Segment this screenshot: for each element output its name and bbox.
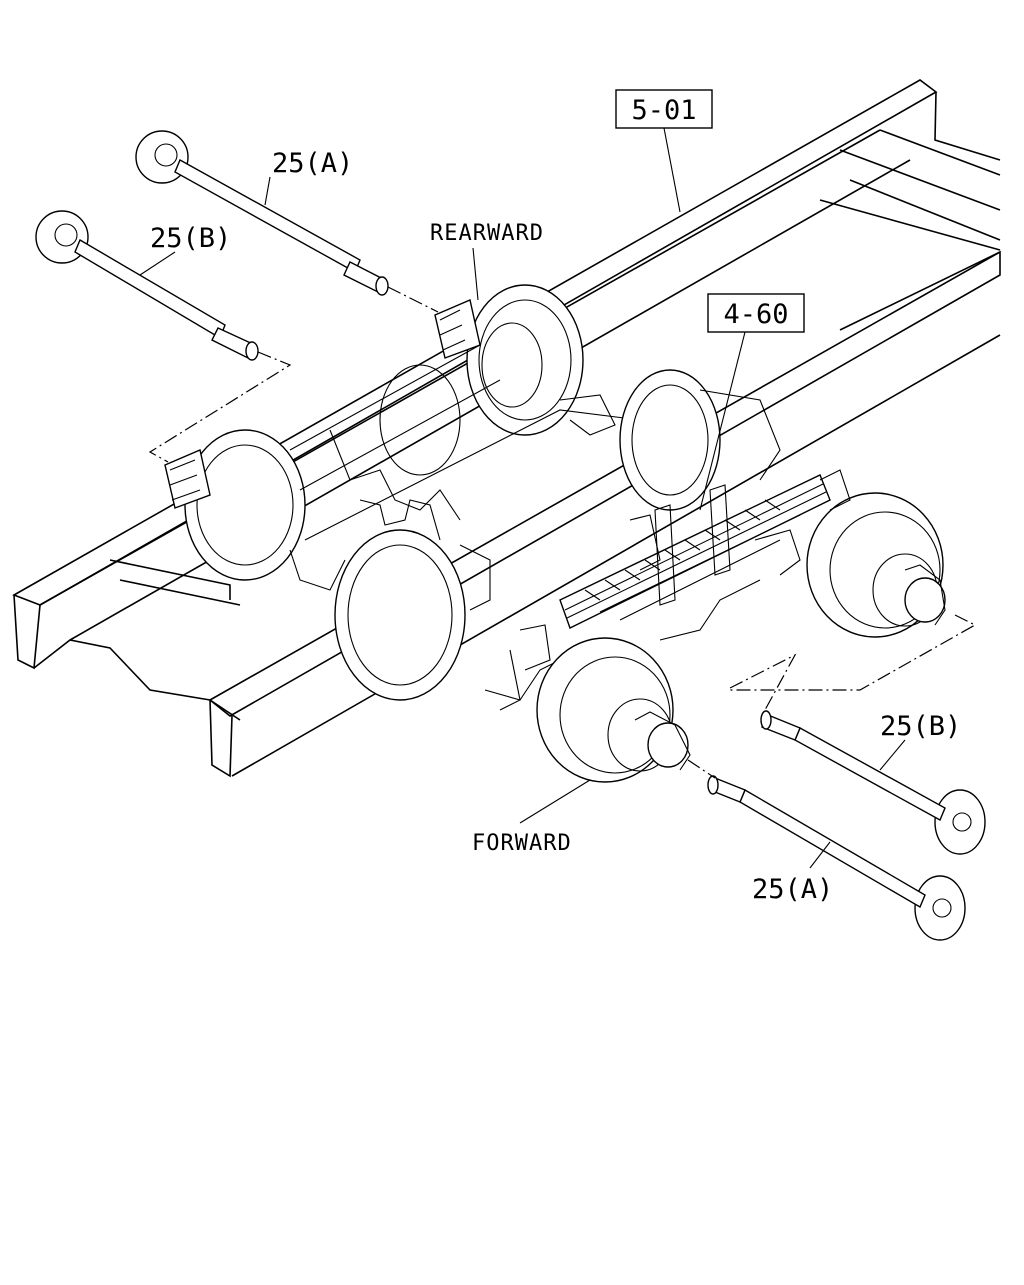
ref-spring-label: 4-60 [723, 299, 788, 330]
forward-axle [289, 469, 946, 783]
ref-frame-label: 5-01 [631, 95, 696, 126]
forward-label: FORWARD [472, 831, 572, 856]
axle-shaft-b-lower [760, 710, 986, 855]
ref-box-frame: 5-01 [615, 89, 713, 129]
shaft-a-left-label: 25(A) [272, 148, 353, 179]
left-wheel-hub [499, 624, 691, 783]
right-wheel-hub [806, 469, 946, 638]
shaft-b-right-label: 25(B) [880, 711, 961, 742]
rearward-label: REARWARD [430, 221, 544, 246]
leaf-spring [559, 474, 831, 629]
leader-lines [139, 127, 977, 869]
shaft-a-right-label: 25(A) [752, 874, 833, 905]
rear-axle [164, 284, 781, 581]
shaft-b-left-label: 25(B) [150, 223, 231, 254]
axle-shaft-b-upper [35, 210, 259, 361]
ref-box-spring: 4-60 [707, 293, 805, 333]
axle-shaft-a-lower [707, 775, 966, 941]
axle-shaft-a-upper [135, 130, 389, 296]
